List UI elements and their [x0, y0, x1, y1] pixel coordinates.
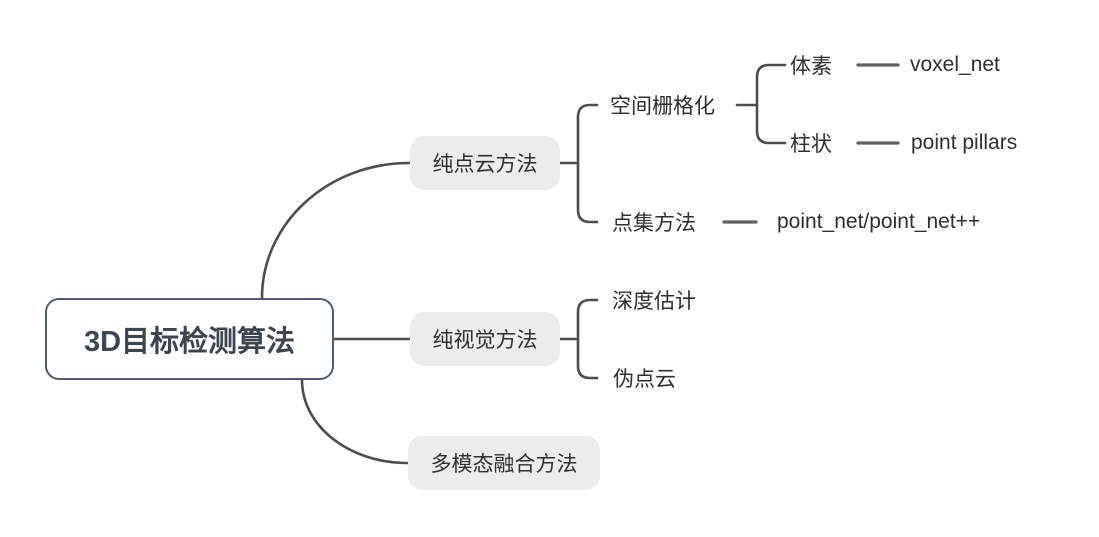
topic-voxel-net[interactable]: voxel_net	[910, 53, 1000, 76]
topic-pillar[interactable]: 柱状	[790, 133, 832, 156]
branch-node-pure-vision[interactable]: 纯视觉方法	[410, 312, 560, 366]
edge-vision-bracket	[576, 298, 599, 380]
edge-root-pointcloud	[260, 161, 411, 300]
edge-pointcloud-bracket	[576, 103, 599, 224]
topic-depth-estimation[interactable]: 深度估计	[612, 290, 696, 313]
edge-root-multimodal	[300, 378, 409, 465]
branch-node-multimodal-fusion[interactable]: 多模态融合方法	[408, 436, 600, 490]
topic-spatial-rasterization[interactable]: 空间栅格化	[610, 95, 715, 118]
branch-node-pure-pointcloud[interactable]: 纯点云方法	[410, 136, 560, 190]
topic-pseudo-pointcloud[interactable]: 伪点云	[613, 368, 676, 391]
root-node-3d-detection[interactable]: 3D目标检测算法	[45, 298, 334, 380]
topic-point-net[interactable]: point_net/point_net++	[777, 210, 981, 233]
topic-point-pillars[interactable]: point pillars	[911, 131, 1018, 154]
topic-point-set-method[interactable]: 点集方法	[612, 212, 696, 235]
topic-voxel[interactable]: 体素	[790, 55, 832, 78]
edge-grid-bracket	[755, 63, 787, 145]
